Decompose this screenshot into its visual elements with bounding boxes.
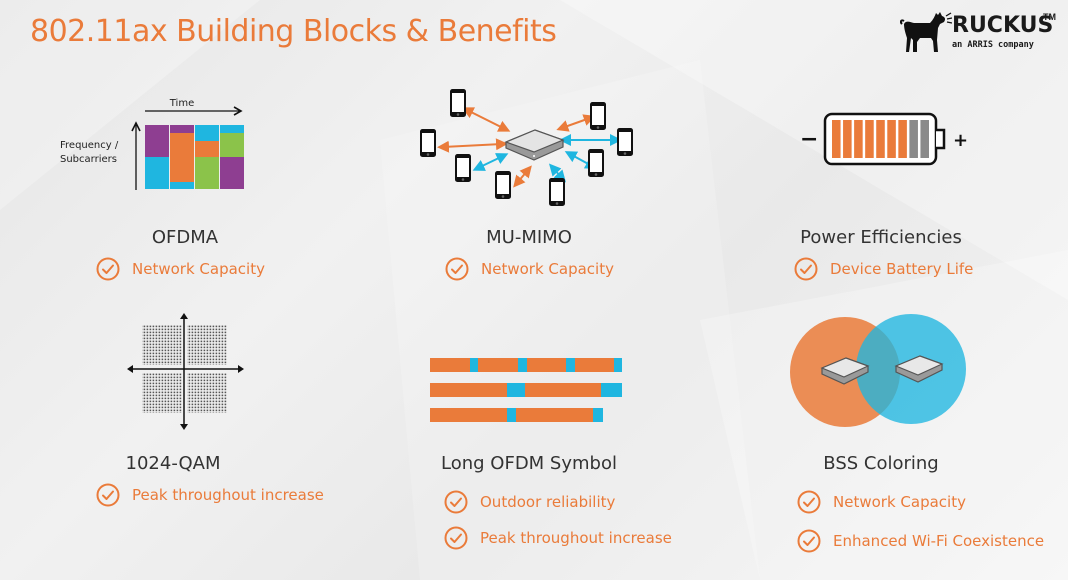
phone-icon — [590, 102, 606, 130]
benefit-item: Peak throughout increase — [96, 483, 324, 507]
access-point-icon — [504, 129, 565, 161]
benefit-item: Network Capacity — [797, 490, 966, 514]
phone-icon — [420, 129, 436, 157]
check-circle-icon — [797, 529, 821, 553]
ofdma-frequency-label: Frequency / — [60, 140, 119, 151]
battery-diagram: − + — [798, 108, 978, 170]
block-heading-1024-qam: 1024-QAM — [125, 453, 221, 474]
phone-icon — [588, 149, 604, 177]
symbol-row-long — [430, 408, 603, 422]
benefit-label: Network Capacity — [833, 493, 966, 511]
battery-cell-charged — [843, 120, 852, 158]
check-circle-icon — [444, 526, 468, 550]
benefit-label: Enhanced Wi-Fi Coexistence — [833, 532, 1045, 550]
ofdma-diagram: Time Frequency / Subcarriers — [60, 92, 260, 192]
benefit-label: Network Capacity — [132, 260, 265, 278]
arrow-right-icon — [233, 106, 243, 116]
benefit-item: Device Battery Life — [794, 257, 973, 281]
battery-minus-label: − — [800, 127, 818, 152]
phone-icon — [617, 128, 633, 156]
access-point-icon — [820, 357, 870, 385]
phone-icon — [495, 171, 511, 199]
slide-title: 802.11ax Building Blocks & Benefits — [30, 14, 557, 49]
ofdm-symbol-diagram — [430, 358, 630, 424]
benefit-label: Peak throughout increase — [132, 486, 324, 504]
qam-constellation-diagram — [125, 313, 245, 431]
check-circle-icon — [797, 490, 821, 514]
benefit-item: Outdoor reliability — [444, 490, 615, 514]
benefit-item: Network Capacity — [445, 257, 614, 281]
logo-tagline: an ARRIS company — [952, 40, 1034, 50]
arrow-down-icon — [180, 424, 188, 430]
check-circle-icon — [445, 257, 469, 281]
benefit-item: Network Capacity — [96, 257, 265, 281]
phone-icon — [455, 154, 471, 182]
ofdma-subcarriers-label: Subcarriers — [60, 154, 117, 165]
battery-terminal — [936, 128, 946, 150]
benefit-label: Peak throughout increase — [480, 529, 672, 547]
symbol-row-short — [430, 358, 622, 372]
ruckus-logo: RUCKUS TM an ARRIS company — [900, 10, 1060, 58]
logo-trademark: TM — [1043, 12, 1056, 22]
block-heading-bss-coloring: BSS Coloring — [823, 453, 939, 474]
bss-coloring-diagram — [784, 308, 984, 434]
battery-cell-charged — [876, 120, 885, 158]
check-circle-icon — [444, 490, 468, 514]
battery-cell-charged — [854, 120, 863, 158]
arrow-up-icon — [131, 121, 141, 132]
block-heading-mu-mimo: MU-MIMO — [486, 227, 572, 248]
access-point-icon — [894, 355, 944, 383]
arrow-up-icon — [180, 313, 188, 319]
mu-mimo-diagram — [410, 88, 650, 216]
check-circle-icon — [96, 257, 120, 281]
phone-icon — [549, 178, 565, 206]
benefit-item: Peak throughout increase — [444, 526, 672, 550]
battery-cells — [832, 120, 929, 158]
phone-icon — [450, 89, 466, 117]
arrow-right-icon — [238, 365, 244, 373]
ofdma-resource-grid — [145, 125, 244, 189]
battery-plus-label: + — [953, 130, 968, 151]
logo-brand: RUCKUS — [952, 13, 1054, 38]
battery-cell-charged — [832, 120, 841, 158]
battery-cell-charged — [898, 120, 907, 158]
ofdma-time-label: Time — [169, 98, 194, 109]
check-circle-icon — [794, 257, 818, 281]
battery-cell-empty — [909, 120, 918, 158]
block-heading-power-efficiencies: Power Efficiencies — [800, 227, 962, 248]
battery-cell-charged — [865, 120, 874, 158]
benefit-label: Outdoor reliability — [480, 493, 616, 511]
arrow-left-icon — [127, 365, 133, 373]
benefit-label: Device Battery Life — [830, 260, 974, 278]
block-heading-ofdma: OFDMA — [151, 227, 219, 248]
block-heading-long-ofdm-symbol: Long OFDM Symbol — [441, 453, 617, 474]
symbol-row-medium — [430, 383, 622, 397]
check-circle-icon — [96, 483, 120, 507]
barking-dog-icon — [900, 12, 952, 52]
benefit-item: Enhanced Wi-Fi Coexistence — [797, 529, 1044, 553]
benefit-label: Network Capacity — [481, 260, 614, 278]
battery-cell-empty — [920, 120, 929, 158]
battery-cell-charged — [887, 120, 896, 158]
